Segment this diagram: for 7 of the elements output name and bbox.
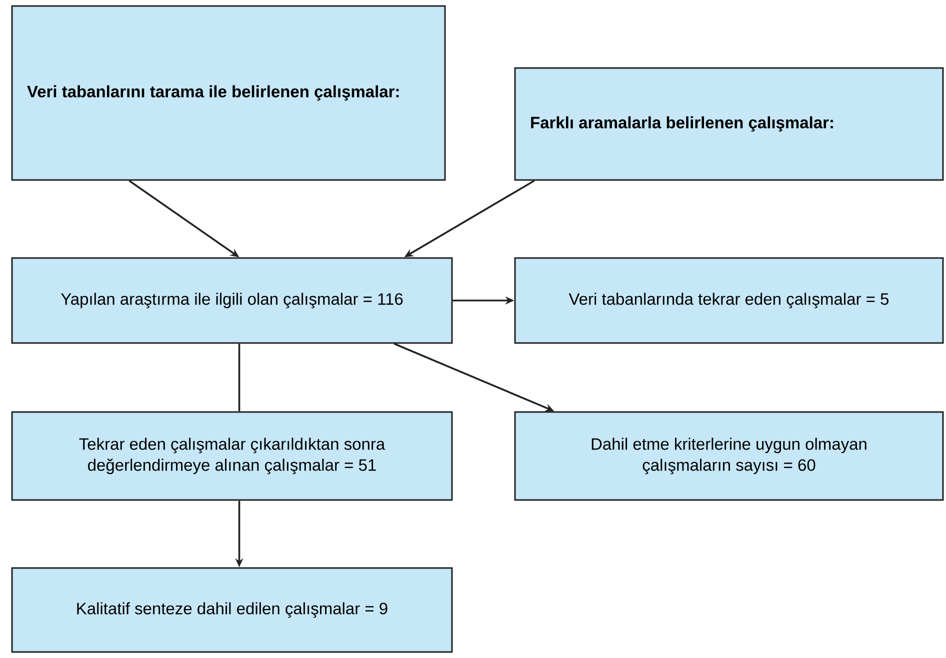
- process-box: Veri tabanlarını tarama ile belirlenen çalışmalar:: [11, 5, 446, 181]
- process-box: Yapılan araştırma ile ilgili olan çalışmalar = 116: [11, 257, 453, 344]
- process-box: Tekrar eden çalışmalar çıkarıldıktan sonra değerlendirmeye alınan çalışmalar = 51: [11, 411, 453, 501]
- process-box: Veri tabanlarında tekrar eden çalışmalar = 5: [514, 257, 944, 344]
- process-box: Dahil etme kriterlerine uygun olmayan çalışmaların sayısı = 60: [514, 411, 944, 501]
- process-box: Farklı aramalarla belirlenen çalışmalar:: [514, 67, 944, 181]
- process-box: Kalitatif senteze dahil edilen çalışmalar = 9: [11, 567, 453, 653]
